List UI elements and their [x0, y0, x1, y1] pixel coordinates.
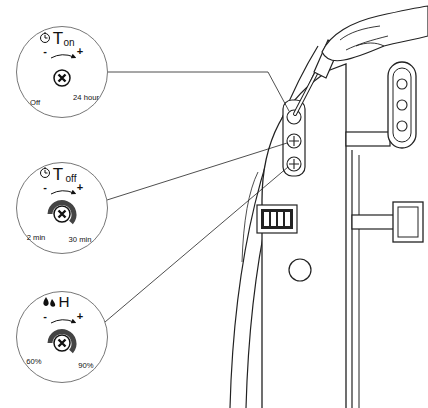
connector-plug [393, 68, 411, 142]
callout-circle: TonOff 24 hour [16, 26, 108, 118]
dip-switch [257, 205, 297, 233]
callout-circle: Toff 2 min 30 min [16, 162, 108, 254]
adjust-sign: - [43, 311, 47, 322]
connector-box [398, 207, 418, 237]
symbol-subscript: off [66, 174, 77, 184]
knob-icon [50, 70, 74, 352]
symbol-subscript: on [63, 38, 74, 48]
connector-tab [346, 132, 390, 146]
housing-edge [359, 155, 360, 408]
dip-switch-slots [264, 212, 290, 226]
adjust-sign: + [77, 182, 83, 193]
range-label: Off [30, 99, 40, 107]
control-panel [262, 64, 346, 408]
adjust-sign: - [43, 182, 47, 193]
hand [322, 6, 428, 61]
range-label: 30 min [69, 236, 92, 244]
clock-icon [41, 32, 50, 178]
symbol-letter: T [53, 166, 63, 183]
adjust-sign: + [77, 311, 83, 322]
housing-edge [351, 150, 352, 408]
callout-outline [17, 292, 108, 383]
adjust-sign: - [43, 46, 47, 57]
callout-circle: H 60% 90% [16, 291, 108, 383]
callout-outline [17, 163, 108, 254]
fingers [340, 26, 388, 50]
symbol-letter: T [53, 30, 63, 47]
drops-icon [43, 297, 55, 307]
connector-plug [388, 62, 416, 148]
adjust-sign: + [77, 46, 83, 57]
callout-outline [17, 27, 108, 118]
connector-pins [397, 79, 407, 131]
dip-switch-body [261, 209, 293, 229]
range-label: 24 hour [73, 94, 99, 102]
connector-box [393, 202, 423, 242]
leader-line [105, 72, 289, 322]
connector-tab [352, 215, 394, 229]
symbol-letter: H [58, 294, 69, 309]
range-label: 60% [26, 358, 41, 366]
adjust-arrow [51, 55, 74, 323]
adjust-screws [287, 110, 301, 171]
range-label: 2 min [27, 234, 46, 242]
range-label: 90% [78, 362, 93, 370]
button [289, 259, 311, 281]
screw-plate [283, 100, 305, 176]
